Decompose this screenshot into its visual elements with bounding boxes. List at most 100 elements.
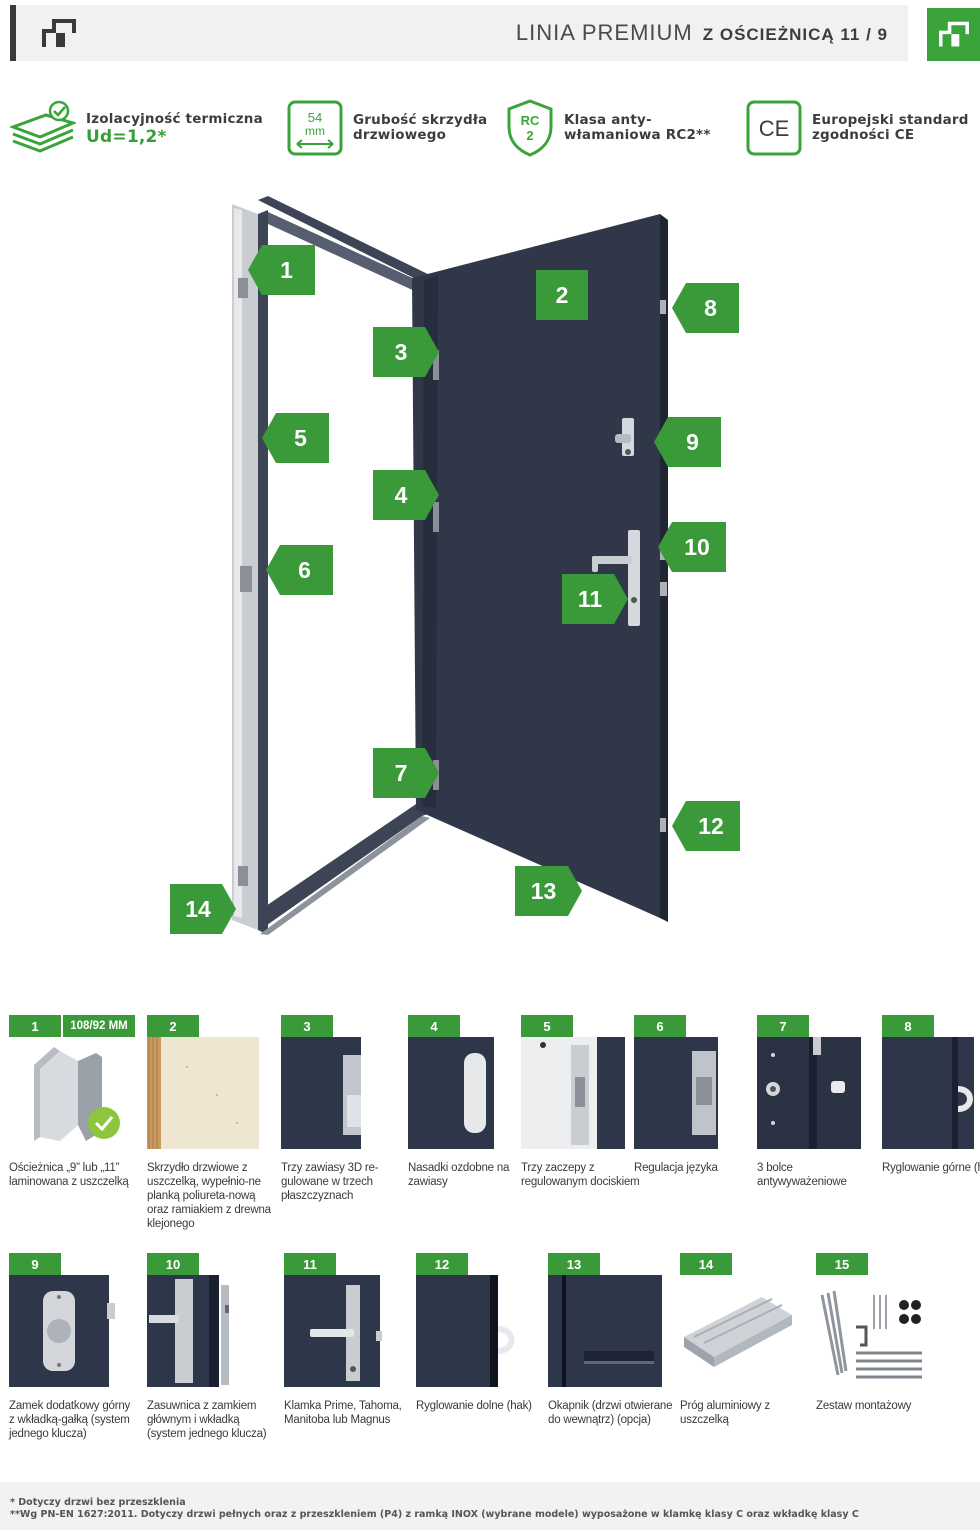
door-leaf (412, 214, 660, 918)
header-accent-bar (10, 5, 16, 61)
feature-thickness-line1: Grubość skrzydła (353, 112, 488, 128)
feature-thermal-value: Ud=1,2* (86, 126, 167, 147)
thermal-insulation-icon (10, 100, 76, 153)
brand-logo-white-icon (938, 21, 969, 46)
main-lock-plate (628, 530, 640, 626)
component-caption: Nasadki ozdobne na zawiasy (408, 1162, 510, 1188)
component-number: 15 (816, 1253, 868, 1275)
drip-cap-thumb (548, 1275, 662, 1387)
bottom-hook-thumb (416, 1275, 530, 1387)
component-caption: Zamek dodatkowy górny z wkładką-gałką (s… (9, 1400, 131, 1440)
strike-plate-thumb (521, 1037, 625, 1149)
component-number: 14 (680, 1253, 732, 1275)
svg-text:CE: CE (759, 116, 790, 141)
door-illustration (232, 196, 668, 935)
feature-ce: CE Europejski standard zgodności CE (746, 96, 969, 160)
component-6: 6 Regulacja języka (634, 1015, 744, 1215)
component-caption: Trzy zawiasy 3D re-gulowane w trzech pła… (281, 1162, 379, 1202)
component-number: 7 (757, 1015, 809, 1037)
title-line: LINIA PREMIUM (515, 20, 693, 45)
component-caption: Zestaw montażowy (816, 1400, 912, 1412)
component-caption: Skrzydło drzwiowe z uszczelką, wypełnio-… (147, 1162, 271, 1230)
component-number: 10 (147, 1253, 199, 1275)
ce-mark-icon: CE (746, 100, 802, 156)
frame-profile-thumb (16, 1037, 127, 1149)
component-number: 4 (408, 1015, 460, 1037)
feature-thermal: Izolacyjność termiczna Ud=1,2* (10, 96, 263, 160)
feature-ce-line1: Europejski standard (812, 112, 969, 128)
latch-adjust-thumb (634, 1037, 738, 1149)
component-number: 2 (147, 1015, 199, 1037)
callout-9: 9 (654, 417, 721, 467)
component-5: 5 Trzy zaczepy z regulowanym dociskiem (521, 1015, 640, 1215)
component-number: 1 (9, 1015, 61, 1037)
component-dimension-badge: 108/92 MM (63, 1015, 135, 1037)
component-8: 8 Ryglowanie górne (hak) (882, 1015, 980, 1215)
callout-7: 7 (373, 748, 439, 798)
component-number: 6 (634, 1015, 686, 1037)
feature-thermal-label: Izolacyjność termiczna (86, 110, 263, 127)
component-caption: Okapnik (drzwi otwierane do wewnątrz) (o… (548, 1400, 673, 1426)
feature-rc2-text: Klasa anty- włamaniowa RC2** (564, 113, 711, 143)
feature-thickness-text: Grubość skrzydła drzwiowego (353, 113, 487, 143)
callout-10: 10 (658, 522, 726, 572)
component-2: 2 Skrzydło drzwiowe z uszczelką, wypełni… (147, 1015, 275, 1230)
component-3: 3 Trzy zawiasy 3D re-gulowane w trzech p… (281, 1015, 409, 1215)
aluminium-threshold-thumb (680, 1275, 794, 1387)
knob-lock-thumb (9, 1275, 127, 1387)
feature-thickness-line2: drzwiowego (353, 127, 447, 143)
page-title: LINIA PREMIUM Z OŚCIEŻNICĄ 11 / 9 (516, 20, 888, 46)
component-7: 7 3 bolce antywyważeniowe (757, 1015, 869, 1215)
frame-head (258, 196, 440, 286)
component-15: 15 Zestaw montażowy (816, 1253, 944, 1473)
feature-rc2: RC 2 Klasa anty- włamaniowa RC2** (506, 96, 711, 160)
svg-text:54: 54 (308, 110, 322, 125)
wood-core-thumb (147, 1037, 259, 1149)
footnotes: * Dotyczy drzwi bez przeszklenia **Wg PN… (0, 1482, 980, 1530)
component-10: 10 Zasuwnica z zamkiem głównym i wkładką… (147, 1253, 275, 1473)
callout-4: 4 (373, 470, 439, 520)
svg-text:mm: mm (305, 124, 325, 138)
component-9: 9 Zamek dodatkowy górny z wkładką-gałką … (9, 1253, 137, 1473)
component-1: 1 108/92 MM Ościeżnica „9” lub „11” lami… (9, 1015, 137, 1215)
component-caption: Ościeżnica „9” lub „11” laminowana z usz… (9, 1162, 129, 1188)
frame-sill (260, 816, 430, 935)
component-number: 9 (9, 1253, 61, 1275)
component-caption: 3 bolce antywyważeniowe (757, 1162, 847, 1188)
feature-thermal-text: Izolacyjność termiczna Ud=1,2* (86, 110, 263, 147)
component-12: 12 Ryglowanie dolne (hak) (416, 1253, 544, 1473)
title-subtitle: Z OŚCIEŻNICĄ 11 / 9 (702, 25, 888, 44)
callout-1: 1 (248, 245, 315, 295)
main-lock-thumb (147, 1275, 265, 1387)
component-11: 11 Klamka Prime, Tahoma, Manitoba lub Ma… (284, 1253, 412, 1473)
callout-14: 14 (170, 884, 236, 934)
callout-5: 5 (262, 413, 329, 463)
hinge-cap-thumb (408, 1037, 512, 1149)
callout-8: 8 (672, 283, 739, 333)
top-hook-thumb (882, 1037, 974, 1149)
component-number: 3 (281, 1015, 333, 1037)
callout-3: 3 (373, 327, 439, 377)
component-caption: Ryglowanie dolne (hak) (416, 1400, 532, 1412)
callout-12: 12 (672, 801, 740, 851)
callout-11: 11 (562, 574, 628, 624)
component-caption: Ryglowanie górne (hak) (882, 1162, 980, 1174)
header-bar (10, 5, 908, 61)
component-caption: Zasuwnica z zamkiem głównym i wkładką (s… (147, 1400, 267, 1440)
door-thickness-icon: 54 mm (287, 100, 343, 156)
component-number: 12 (416, 1253, 468, 1275)
brand-logo-icon (42, 19, 76, 47)
door-handle (592, 556, 632, 564)
component-caption: Próg aluminiowy z uszczelką (680, 1400, 770, 1426)
footnote-2: **Wg PN-EN 1627:2011. Dotyczy drzwi pełn… (10, 1509, 859, 1520)
anti-lift-bolts-thumb (757, 1037, 861, 1149)
callout-13: 13 (515, 866, 582, 916)
component-caption: Trzy zaczepy z regulowanym dociskiem (521, 1162, 640, 1188)
feature-rc2-line1: Klasa anty- (564, 112, 652, 128)
component-4: 4 Nasadki ozdobne na zawiasy (408, 1015, 518, 1215)
footnote-1: * Dotyczy drzwi bez przeszklenia (10, 1497, 186, 1508)
component-14: 14 Próg aluminiowy z uszczelką (680, 1253, 808, 1473)
callout-2: 2 (536, 270, 588, 320)
component-13: 13 Okapnik (drzwi otwierane do wewnątrz)… (548, 1253, 676, 1473)
feature-rc2-line2: włamaniowa RC2** (564, 127, 711, 143)
